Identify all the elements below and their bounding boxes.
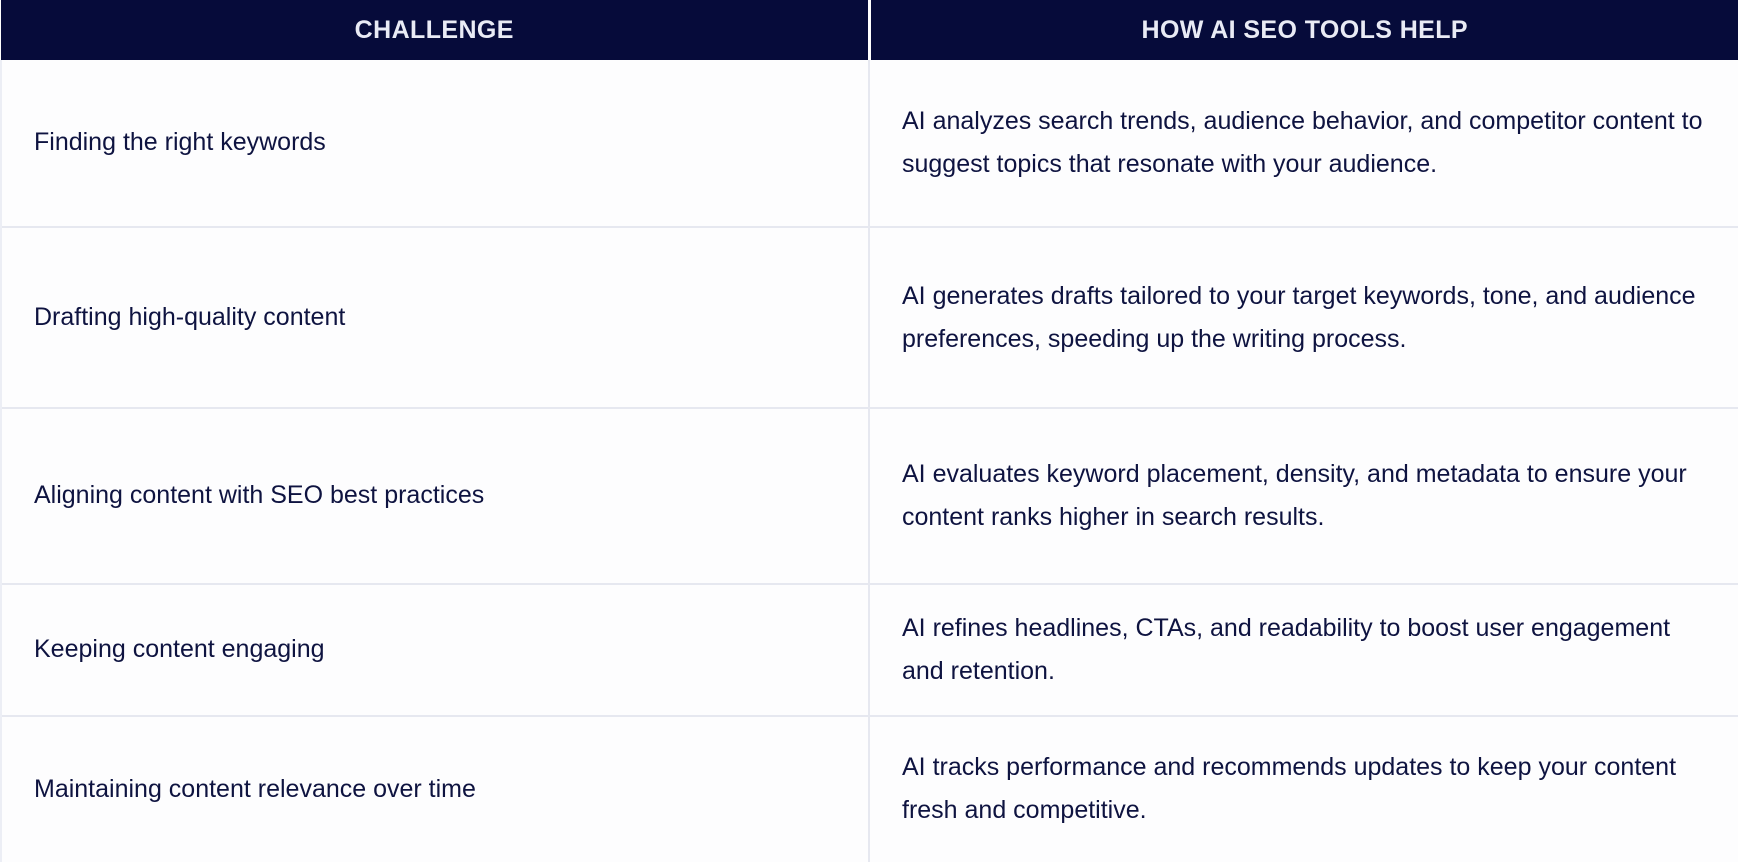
cell-help: AI generates drafts tailored to your tar… xyxy=(869,226,1738,409)
cell-challenge: Maintaining content relevance over time xyxy=(0,715,870,862)
cell-help: AI analyzes search trends, audience beha… xyxy=(869,60,1738,227)
table-header-row: CHALLENGE HOW AI SEO TOOLS HELP xyxy=(1,0,1738,60)
table-row: Finding the right keywords AI analyzes s… xyxy=(0,60,1738,227)
cell-help: AI tracks performance and recommends upd… xyxy=(869,715,1738,862)
column-header-challenge: CHALLENGE xyxy=(1,0,871,60)
column-header-how-ai-seo-tools-help: HOW AI SEO TOOLS HELP xyxy=(869,0,1738,60)
cell-challenge: Aligning content with SEO best practices xyxy=(0,408,870,584)
cell-help: AI evaluates keyword placement, density,… xyxy=(869,408,1738,584)
cell-challenge: Drafting high-quality content xyxy=(0,226,870,409)
cell-challenge: Keeping content engaging xyxy=(0,583,870,716)
cell-help: AI refines headlines, CTAs, and readabil… xyxy=(869,583,1738,716)
table-row: Maintaining content relevance over time … xyxy=(0,715,1738,862)
table-body: Finding the right keywords AI analyzes s… xyxy=(0,60,1738,862)
table-header: CHALLENGE HOW AI SEO TOOLS HELP xyxy=(1,0,1738,60)
table-row: Drafting high-quality content AI generat… xyxy=(0,226,1738,409)
table-row: Keeping content engaging AI refines head… xyxy=(0,583,1738,716)
table-row: Aligning content with SEO best practices… xyxy=(0,408,1738,584)
cell-challenge: Finding the right keywords xyxy=(0,60,870,227)
